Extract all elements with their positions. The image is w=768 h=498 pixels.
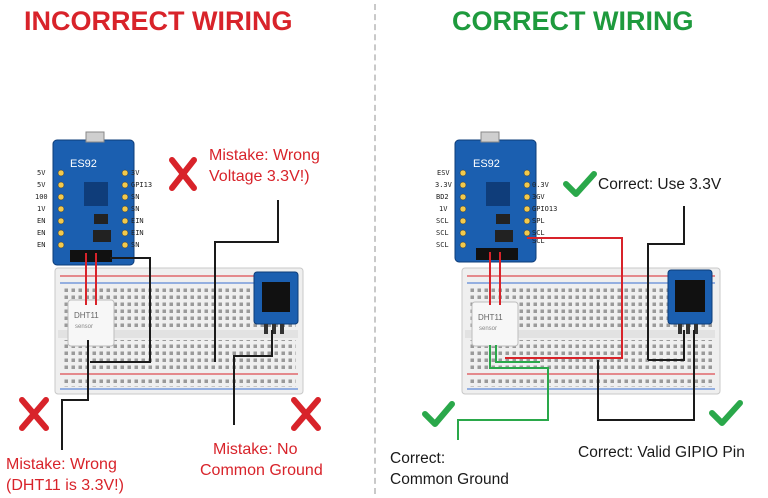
svg-text:DHT11: DHT11 xyxy=(74,311,99,320)
svg-text:3GV: 3GV xyxy=(532,193,545,201)
left-wires xyxy=(61,200,279,450)
left-dht11-sensor: DHT11 sensor xyxy=(67,299,115,347)
mistake-dht-x-icon xyxy=(19,397,49,431)
svg-text:GPIO13: GPIO13 xyxy=(532,205,557,213)
svg-text:sensor: sensor xyxy=(75,324,93,330)
right-wires xyxy=(457,206,695,440)
mistake-ground-line2: Common Ground xyxy=(200,462,323,479)
correct-gpio-check-icon xyxy=(709,400,743,426)
right-dht11-sensor: DHT11 sensor xyxy=(471,301,519,347)
svg-text:SN: SN xyxy=(131,193,139,201)
svg-text:SN: SN xyxy=(131,241,139,249)
right-esp32-board: ES92 xyxy=(454,131,537,263)
svg-text:SCL: SCL xyxy=(532,237,545,245)
right-board-label: ES92 xyxy=(473,158,500,170)
svg-text:EN: EN xyxy=(37,241,45,249)
svg-text:3V: 3V xyxy=(131,169,140,177)
svg-text:1V: 1V xyxy=(37,205,46,213)
svg-text:EIN: EIN xyxy=(131,229,144,237)
svg-text:SCL: SCL xyxy=(436,217,449,225)
right-pin-labels: ESV 3.3V BD2 1V SCL SCL SCL 0.3V 3GV GPI… xyxy=(435,169,557,249)
svg-text:sensor: sensor xyxy=(479,326,497,332)
svg-text:5V: 5V xyxy=(37,169,46,177)
svg-text:DHT11: DHT11 xyxy=(478,313,503,322)
left-relay-module xyxy=(253,271,299,334)
panel-divider xyxy=(374,4,376,494)
correct-voltage-check-icon xyxy=(563,171,597,197)
mistake-dht-line1: Mistake: Wrong xyxy=(6,456,117,473)
correct-ground-line2: Common Ground xyxy=(390,471,509,488)
incorrect-wiring-title: INCORRECT WIRING xyxy=(24,6,293,36)
left-esp32-board: ES92 xyxy=(52,131,135,266)
svg-text:100: 100 xyxy=(35,193,48,201)
left-x-marks xyxy=(19,157,321,431)
mistake-voltage-line1: Mistake: Wrong xyxy=(209,147,320,164)
svg-text:5V: 5V xyxy=(37,181,46,189)
correct-ground-line1: Correct: xyxy=(390,450,446,467)
svg-text:EN: EN xyxy=(37,229,45,237)
left-pin-labels: 5V 5V 100 1V EN EN EN 3V GPI13 SN SN EIN… xyxy=(35,169,152,249)
correct-ground-check-icon xyxy=(422,401,455,427)
mistake-ground-line1: Mistake: No xyxy=(213,441,298,458)
svg-text:EN: EN xyxy=(37,217,45,225)
right-check-marks xyxy=(422,171,743,427)
correct-wiring-title: CORRECT WIRING xyxy=(452,6,694,36)
mistake-ground-x-icon xyxy=(291,397,321,431)
mistake-voltage-x-icon xyxy=(169,157,197,191)
svg-text:0.3V: 0.3V xyxy=(532,181,550,189)
svg-text:EIN: EIN xyxy=(131,217,144,225)
correct-gpio-label: Correct: Valid GIPIO Pin xyxy=(578,444,745,461)
svg-text:SN: SN xyxy=(131,205,139,213)
svg-text:3.3V: 3.3V xyxy=(435,181,453,189)
right-relay-module xyxy=(667,269,713,334)
svg-text:ESV: ESV xyxy=(437,169,450,177)
svg-text:GPI13: GPI13 xyxy=(131,181,152,189)
svg-text:SCL: SCL xyxy=(436,229,449,237)
mistake-dht-line2: (DHT11 is 3.3V!) xyxy=(6,477,124,494)
svg-text:SPL: SPL xyxy=(532,217,545,225)
svg-text:1V: 1V xyxy=(439,205,448,213)
left-board-label: ES92 xyxy=(70,158,97,170)
correct-voltage-label: Correct: Use 3.3V xyxy=(598,176,722,193)
svg-text:SCL: SCL xyxy=(436,241,449,249)
svg-text:BD2: BD2 xyxy=(436,193,449,201)
mistake-voltage-line2: Voltage 3.3V!) xyxy=(209,168,310,185)
svg-text:SCL: SCL xyxy=(532,229,545,237)
